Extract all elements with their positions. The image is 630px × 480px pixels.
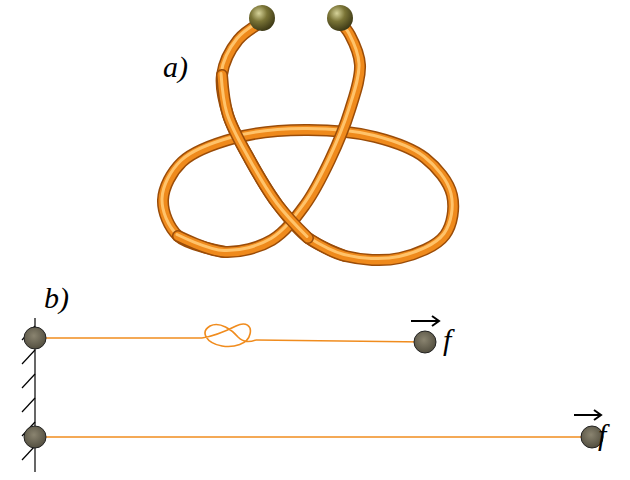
trefoil-knot (162, 21, 453, 261)
vector-arrow (411, 316, 601, 420)
tube-edge (222, 22, 345, 256)
panel-label: a) (163, 52, 188, 82)
knotted-chain (35, 324, 592, 437)
tube-edge (222, 75, 308, 238)
tube-body (222, 75, 308, 238)
force-symbol: f (443, 325, 451, 355)
tube-highlight (221, 74, 307, 237)
end-bead (327, 5, 353, 31)
force-symbol: f (598, 420, 606, 450)
tube-highlight (177, 21, 359, 251)
anchor-bead (24, 426, 46, 448)
pulled-bead (414, 331, 436, 353)
anchor-bead (24, 327, 46, 349)
panel-label: b) (44, 283, 69, 313)
tube-body (178, 22, 360, 252)
tube-edge (178, 22, 360, 252)
end-bead (249, 5, 275, 31)
tube-body (222, 22, 345, 256)
tube-highlight (221, 21, 344, 255)
